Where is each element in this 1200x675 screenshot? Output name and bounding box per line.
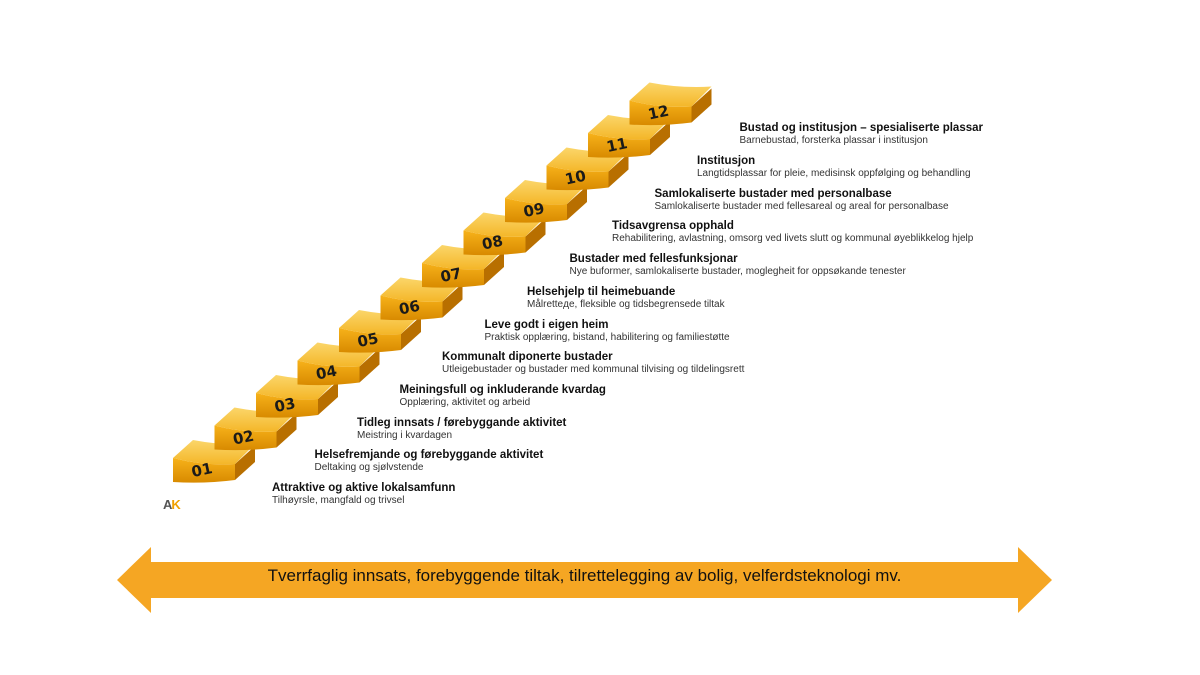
- step-label-10: Samlokaliserte bustader med personalbase…: [655, 187, 949, 213]
- step-title: Samlokaliserte bustader med personalbase: [654, 187, 892, 200]
- step-subtitle: Tilhøyrsle, mangfald og trivsel: [272, 495, 405, 506]
- step-title: Bustader med fellesfunksjonar: [569, 253, 738, 266]
- step-05: 05: [339, 310, 421, 353]
- step-number-05: 05: [356, 329, 380, 351]
- step-number-07: 07: [439, 264, 463, 286]
- step-number-04: 04: [314, 362, 338, 384]
- logo: AK: [163, 497, 181, 512]
- logo-letter-a: A: [163, 497, 172, 512]
- step-subtitle: Opplæring, aktivitet og arbeid: [399, 396, 531, 408]
- step-subtitle: Barnebustad, forsterka plassar i institu…: [739, 135, 928, 147]
- step-subtitle: Langtidsplassar for pleie, medisinsk opp…: [697, 168, 971, 179]
- arrow-caption: Tverrfaglig innsats, forebyggende tiltak…: [267, 566, 902, 585]
- step-number-12: 12: [646, 102, 670, 124]
- step-label-02: Helsefremjande og førebyggande aktivitet…: [315, 448, 544, 474]
- step-subtitle: Samlokaliserte bustader med fellesareal …: [654, 200, 949, 212]
- step-title: Meiningsfull og inkluderande kvardag: [399, 383, 606, 396]
- step-subtitle: Utleigebustader og bustader med kommunal…: [442, 364, 745, 376]
- step-subtitle: Nye buformer, samlokaliserte bustader, m…: [569, 266, 906, 278]
- step-title: Institusjon: [697, 155, 756, 167]
- step-title: Attraktive og aktive lokalsamfunn: [272, 482, 456, 494]
- step-number-03: 03: [273, 394, 297, 416]
- step-number-06: 06: [397, 297, 421, 319]
- step-09: 09: [505, 180, 587, 223]
- step-number-02: 02: [231, 427, 255, 449]
- step-number-10: 10: [563, 167, 587, 189]
- step-12: 12: [629, 82, 712, 126]
- step-title: Tidleg innsats / førebyggande aktivitet: [357, 416, 567, 429]
- staircase-diagram: 01 02 03 04 05 06 07 08 09 10 11 12: [173, 82, 712, 483]
- step-number-11: 11: [605, 134, 629, 156]
- step-title: Helsefremjande og førebyggande aktivitet: [314, 449, 544, 462]
- step-number-01: 01: [190, 459, 214, 481]
- step-number-08: 08: [480, 232, 504, 254]
- step-title: Tidsavgrensa opphald: [612, 220, 734, 233]
- double-arrow: [117, 547, 1052, 613]
- logo-letter-k: K: [171, 497, 180, 512]
- step-subtitle: Målretteде, fleksible og tidsbegrensede …: [527, 298, 725, 310]
- step-number-09: 09: [522, 199, 546, 221]
- step-title: Helsehjelp til heimebuande: [527, 285, 676, 298]
- step-title: Kommunalt diponerte bustader: [442, 351, 613, 364]
- step-subtitle: Deltaking og sjølvstende: [314, 462, 424, 474]
- step-subtitle: Praktisk opplæring, bistand, habiliterin…: [484, 331, 730, 343]
- step-title: Leve godt i eigen heim: [484, 318, 609, 331]
- step-label-12: Bustad og institusjon – spesialiserte pl…: [740, 121, 984, 147]
- step-subtitle: Rehabilitering, avlastning, omsorg ved l…: [612, 233, 974, 245]
- step-title: Bustad og institusjon – spesialiserte pl…: [739, 122, 984, 135]
- step-subtitle: Meistring i kvardagen: [357, 429, 453, 441]
